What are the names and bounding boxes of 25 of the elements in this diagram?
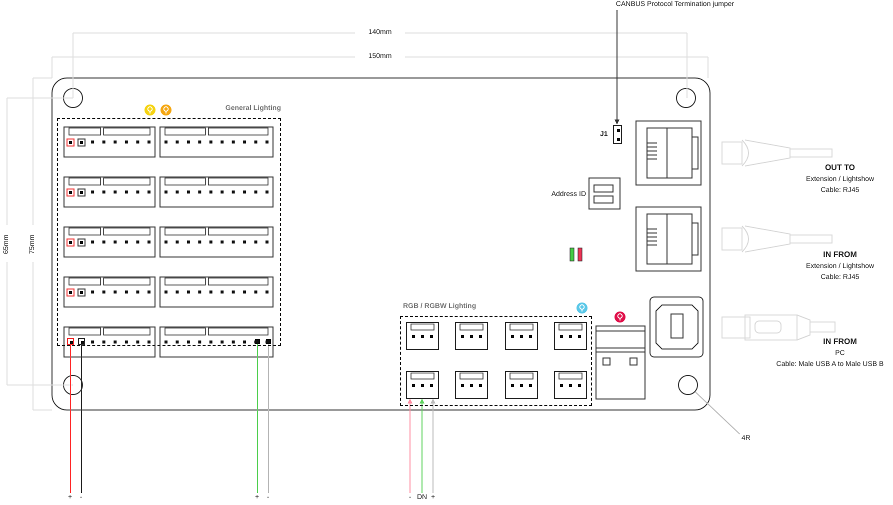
header-connector (505, 322, 538, 350)
wire (81, 344, 82, 494)
wire (430, 398, 436, 494)
wire (420, 398, 424, 494)
leader-line (694, 391, 740, 434)
connector-pin (266, 339, 271, 344)
header-connector (554, 371, 587, 399)
connector-pad (67, 338, 74, 345)
wire (268, 344, 269, 494)
header-connector (406, 371, 439, 399)
mounting-hole (678, 375, 698, 395)
header-connector (455, 322, 488, 350)
connection-heading: OUT TO (824, 163, 856, 172)
leader-line (614, 10, 620, 124)
wire (70, 344, 71, 494)
connector-pad (78, 338, 85, 345)
header-connector (505, 371, 538, 399)
wire (408, 398, 412, 494)
connector-pin (255, 339, 260, 344)
connection-heading: IN FROM (822, 337, 858, 346)
wire (257, 344, 258, 494)
header-connector (455, 371, 488, 399)
header-connector (554, 322, 587, 350)
connection-heading: IN FROM (822, 250, 858, 259)
header-connector (406, 322, 439, 350)
